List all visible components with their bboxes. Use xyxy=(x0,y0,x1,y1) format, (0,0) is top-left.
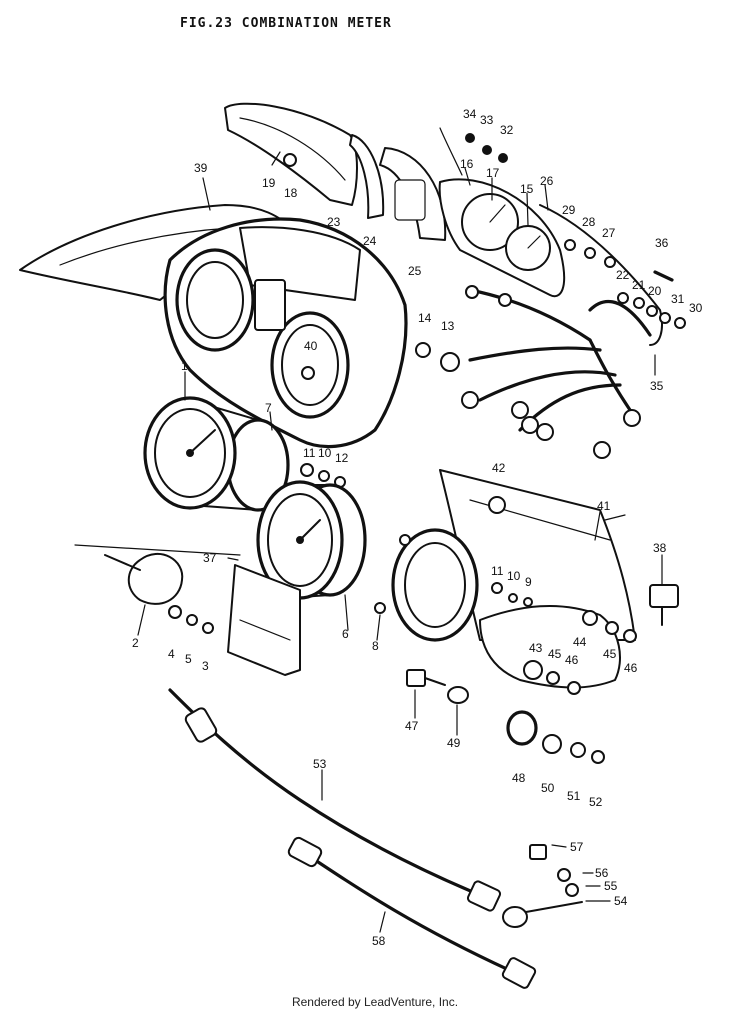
callout-46a: 46 xyxy=(565,653,579,667)
mount-bracket-lower xyxy=(479,582,637,695)
callout-35: 35 xyxy=(650,379,664,393)
callout-labels: 34 33 32 19 18 16 17 15 26 39 23 24 25 2… xyxy=(132,107,703,948)
callout-17: 17 xyxy=(486,166,500,180)
callout-11b: 11 xyxy=(491,564,504,578)
bulb-row xyxy=(564,239,686,329)
callout-44: 44 xyxy=(573,635,587,649)
callout-33: 33 xyxy=(480,113,494,127)
callout-10a: 10 xyxy=(318,446,332,460)
callout-36: 36 xyxy=(655,236,669,250)
bracket-plate-part-41 xyxy=(439,469,636,641)
lens-part-24 xyxy=(349,134,385,219)
callout-52: 52 xyxy=(589,795,603,809)
callout-19: 19 xyxy=(262,176,276,190)
bolt-part-47 xyxy=(406,669,446,687)
washers-50-52 xyxy=(542,734,605,764)
callout-45a: 45 xyxy=(548,647,562,661)
callout-24: 24 xyxy=(363,234,377,248)
callout-3: 3 xyxy=(202,659,209,673)
screws-32-34 xyxy=(439,127,508,176)
washers-55-56 xyxy=(557,868,579,897)
nuts-10-12 xyxy=(300,463,346,488)
drive-gear-part-2 xyxy=(74,544,241,605)
callout-27: 27 xyxy=(602,226,616,240)
callout-42: 42 xyxy=(492,461,506,475)
callout-37: 37 xyxy=(203,551,217,565)
callout-25: 25 xyxy=(408,264,422,278)
callout-14: 14 xyxy=(418,311,432,325)
callout-1: 1 xyxy=(181,359,188,373)
callout-10b: 10 xyxy=(507,569,521,583)
callout-11a: 11 xyxy=(303,446,316,460)
callout-16: 16 xyxy=(460,157,474,171)
callout-18: 18 xyxy=(284,186,298,200)
callout-6: 6 xyxy=(342,627,349,641)
callout-21: 21 xyxy=(632,278,646,292)
callout-5: 5 xyxy=(185,652,192,666)
callout-41: 41 xyxy=(597,499,611,513)
callout-34: 34 xyxy=(463,107,477,121)
washer-part-49 xyxy=(447,686,469,704)
tachometer-part-6 xyxy=(256,480,367,600)
wiring-harness-part-35 xyxy=(461,285,652,459)
callout-13: 13 xyxy=(441,319,455,333)
callout-20: 20 xyxy=(648,284,662,298)
speedometer-cable-part-53 xyxy=(168,688,502,912)
callout-23: 23 xyxy=(327,215,341,229)
callout-26: 26 xyxy=(540,174,554,188)
callout-54: 54 xyxy=(614,894,628,908)
callout-39: 39 xyxy=(194,161,208,175)
callout-8: 8 xyxy=(372,639,379,653)
leader-lines xyxy=(137,151,663,933)
callout-9: 9 xyxy=(525,575,532,589)
callout-53: 53 xyxy=(313,757,327,771)
callout-46b: 46 xyxy=(624,661,638,675)
callout-31: 31 xyxy=(671,292,685,306)
callout-50: 50 xyxy=(541,781,555,795)
callout-22: 22 xyxy=(616,268,630,282)
footer-credit: Rendered by LeadVenture, Inc. xyxy=(291,995,459,1009)
speedometer-part-1 xyxy=(143,396,290,512)
callout-28: 28 xyxy=(582,215,596,229)
figure-title: FIG.23 COMBINATION METER xyxy=(180,16,392,31)
callout-29: 29 xyxy=(562,203,576,217)
holder-part-8 xyxy=(374,528,479,642)
callout-32: 32 xyxy=(500,123,514,137)
callout-48: 48 xyxy=(512,771,526,785)
callout-47: 47 xyxy=(405,719,419,733)
callout-38: 38 xyxy=(653,541,667,555)
callout-7: 7 xyxy=(265,401,272,415)
switch-part-38 xyxy=(649,584,679,626)
rubber-mount-part-48 xyxy=(506,710,538,746)
callout-58: 58 xyxy=(372,934,386,948)
bulb-socket-13 xyxy=(440,352,460,372)
clamp-part-54 xyxy=(502,901,583,928)
callout-2: 2 xyxy=(132,636,139,650)
bolt-part-57 xyxy=(529,844,547,860)
callout-49: 49 xyxy=(447,736,461,750)
callout-55: 55 xyxy=(604,879,618,893)
bracket-part-37 xyxy=(227,564,301,676)
callout-40: 40 xyxy=(304,339,318,353)
washers-3-5 xyxy=(168,605,214,634)
callout-56: 56 xyxy=(595,866,609,880)
screw-part-36 xyxy=(653,270,674,282)
callout-43: 43 xyxy=(529,641,543,655)
callout-12: 12 xyxy=(335,451,349,465)
tachometer-cable-part-58 xyxy=(287,836,537,989)
callout-4: 4 xyxy=(168,647,175,661)
callout-51: 51 xyxy=(567,789,581,803)
callout-30: 30 xyxy=(689,301,703,315)
screw-part-18 xyxy=(283,153,297,167)
bezel-part-26 xyxy=(539,204,663,346)
callout-45b: 45 xyxy=(603,647,617,661)
cover-part-25 xyxy=(379,147,447,241)
meter-case-housing xyxy=(163,217,408,449)
meter-assembly-15-17 xyxy=(438,178,566,298)
callout-15: 15 xyxy=(520,182,534,196)
bulb-14 xyxy=(415,342,431,358)
callout-57: 57 xyxy=(570,840,584,854)
